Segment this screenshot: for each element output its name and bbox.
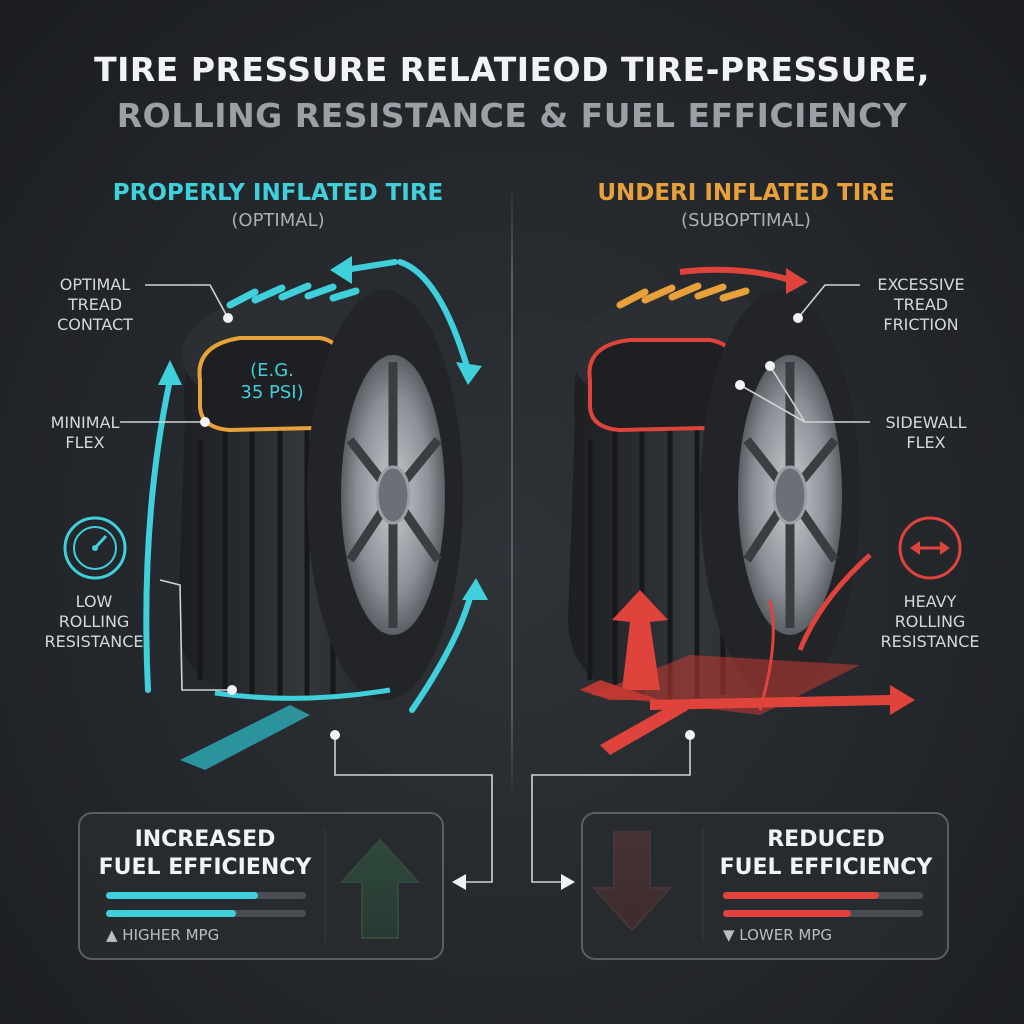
- right-tire: [568, 282, 860, 715]
- panel-title-reduced: REDUCED FUEL EFFICIENCY: [719, 827, 933, 880]
- right-subheading: (SUBOPTIMAL): [681, 210, 811, 231]
- label-optimal-tread-contact: OPTIMAL TREAD CONTACT: [57, 275, 133, 334]
- label-heavy-rolling-resistance: HEAVY ROLLING RESISTANCE: [880, 592, 980, 651]
- left-heading: PROPERLY INFLATED TIRE: [112, 180, 444, 206]
- fuel-efficiency-reduced-panel: REDUCED FUEL EFFICIENCY ▼ LOWER MPG: [581, 812, 949, 960]
- right-force-arrows: [580, 266, 915, 755]
- center-divider: [511, 180, 513, 800]
- panel-title-increased: INCREASED FUEL EFFICIENCY: [98, 827, 312, 880]
- gauge-icon: [63, 516, 127, 580]
- fuel-efficiency-increased-panel: INCREASED FUEL EFFICIENCY ▲ HIGHER MPG: [78, 812, 444, 960]
- efficiency-bar-3-fill: [723, 892, 879, 899]
- label-minimal-flex: MINIMAL FLEX: [50, 413, 120, 452]
- double-arrow-icon: [898, 516, 962, 580]
- page-title-line1: TIRE PRESSURE RELATIEOD TIRE-PRESSURE,: [94, 50, 930, 89]
- left-tire: [178, 282, 463, 701]
- label-excessive-tread-friction: EXCESSIVE TREAD FRICTION: [877, 275, 965, 334]
- higher-mpg-note: ▲ HIGHER MPG: [106, 926, 220, 944]
- efficiency-bar-4: [723, 910, 923, 917]
- lower-mpg-note: ▼ LOWER MPG: [723, 926, 833, 944]
- pressure-label: (E.G. 35 PSI): [240, 360, 304, 403]
- right-leader-lines: [531, 284, 870, 883]
- label-low-rolling-resistance: LOW ROLLING RESISTANCE: [44, 592, 144, 651]
- left-subheading: (OPTIMAL): [231, 210, 325, 231]
- efficiency-bar-3: [723, 892, 923, 899]
- left-rotation-arrows: [143, 259, 475, 713]
- efficiency-bar-2: [106, 910, 306, 917]
- efficiency-bar-1-fill: [106, 892, 258, 899]
- left-leader-lines: [120, 284, 493, 883]
- efficiency-bar-4-fill: [723, 910, 851, 917]
- efficiency-bar-2-fill: [106, 910, 236, 917]
- right-heading: UNDERI INFLATED TIRE: [597, 180, 895, 206]
- label-sidewall-flex: SIDEWALL FLEX: [885, 413, 967, 452]
- page-title-line2: ROLLING RESISTANCE & FUEL EFFICIENCY: [116, 96, 908, 135]
- efficiency-bar-1: [106, 892, 306, 899]
